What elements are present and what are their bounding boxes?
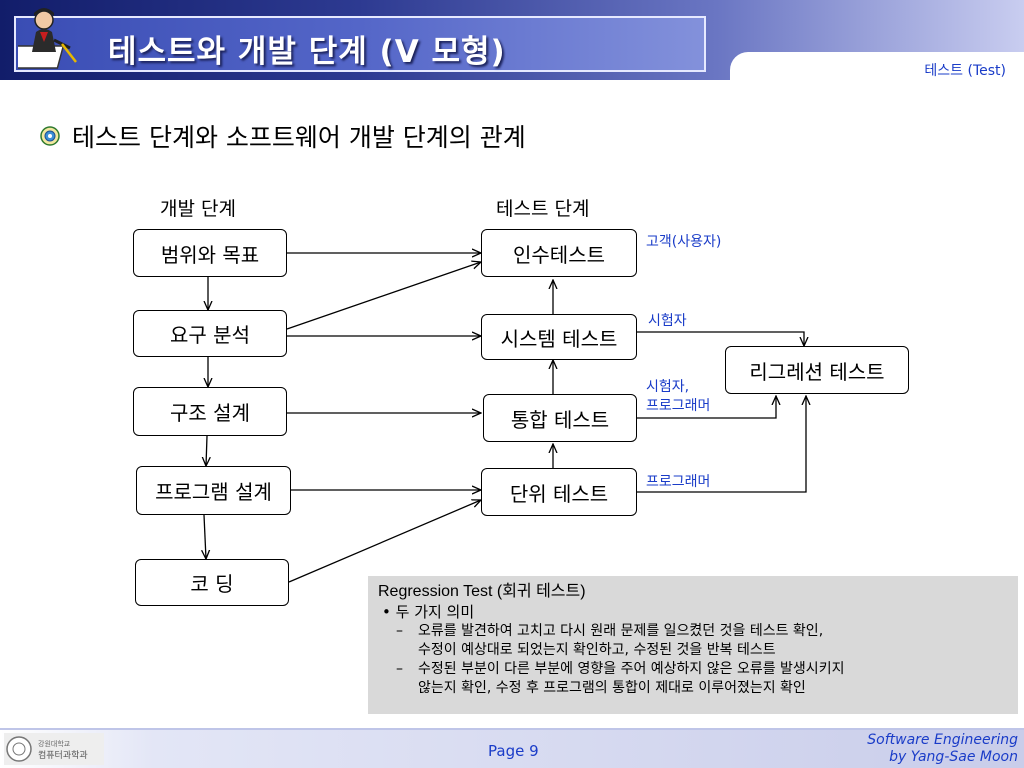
test-column-label: 테스트 단계 <box>496 198 590 220</box>
regression-item-2: – 수정된 부분이 다른 부분에 영향을 주어 예상하지 않은 오류를 발생시키… <box>396 660 1008 698</box>
slide-title: 테스트와 개발 단계 (V 모형) <box>108 34 506 70</box>
footer-divider <box>0 728 1024 730</box>
page-number: Page 9 <box>488 742 539 760</box>
test-stage-system: 시스템 테스트 <box>481 314 637 360</box>
breadcrumb: 테스트 (Test) <box>924 63 1006 79</box>
regression-test-box: 리그레션 테스트 <box>725 346 909 394</box>
regression-panel-bullet: • 두 가지 의미 <box>382 603 475 621</box>
note-acceptance-customer: 고객(사용자) <box>646 234 722 250</box>
regression-item-2-line2: 않는지 확인, 수정 후 프로그램의 통합이 제대로 이루어졌는지 확인 <box>418 680 806 696</box>
regression-panel: Regression Test (회귀 테스트) • 두 가지 의미 – 오류를… <box>368 576 1018 714</box>
dev-column-label: 개발 단계 <box>160 198 236 220</box>
title-box <box>14 16 706 72</box>
regression-item-1-line1: 오류를 발견하여 고치고 다시 원래 문제를 일으켰던 것을 테스트 확인, <box>418 623 824 639</box>
section-heading: 테스트 단계와 소프트웨어 개발 단계의 관계 <box>40 118 526 154</box>
arrow-system-to-regression <box>637 331 804 346</box>
regression-bullet-text: 두 가지 의미 <box>395 603 475 621</box>
breadcrumb-tab <box>730 52 1024 84</box>
footer-credit: Software Engineering by Yang-Sae Moon <box>867 732 1018 766</box>
note-integration-tester: 시험자, <box>646 379 690 395</box>
presenter-at-desk-icon <box>18 8 77 69</box>
section-heading-text: 테스트 단계와 소프트웨어 개발 단계의 관계 <box>72 123 526 152</box>
arrow-coding-to-unit <box>288 500 481 583</box>
regression-item-1-line2: 수정이 예상대로 되었는지 확인하고, 수정된 것을 반복 테스트 <box>418 642 776 658</box>
arrow-requirements-to-acceptance <box>286 262 481 330</box>
dev-stage-scope: 범위와 목표 <box>133 229 287 277</box>
test-stage-unit: 단위 테스트 <box>481 468 637 516</box>
note-unit-programmer: 프로그래머 <box>646 474 711 490</box>
dev-stage-requirements: 요구 분석 <box>133 310 287 357</box>
logo-text-line2: 컴퓨터과학과 <box>38 749 88 761</box>
course-name: Software Engineering <box>867 732 1018 748</box>
logo-text-line1: 강원대학교 <box>38 739 71 748</box>
test-stage-acceptance: 인수테스트 <box>481 229 637 277</box>
test-stage-integration: 통합 테스트 <box>483 394 637 442</box>
dev-stage-architecture: 구조 설계 <box>133 387 287 436</box>
dev-stage-program-design: 프로그램 설계 <box>136 466 291 515</box>
regression-item-2-line1: 수정된 부분이 다른 부분에 영향을 주어 예상하지 않은 오류를 발생시키지 <box>418 661 845 677</box>
university-logo: 강원대학교 컴퓨터과학과 <box>4 733 104 765</box>
dev-stage-coding: 코 딩 <box>135 559 289 606</box>
author-name: by Yang-Sae Moon <box>889 749 1018 765</box>
note-system-tester: 시험자 <box>648 313 687 329</box>
note-integration-programmer: 프로그래머 <box>646 398 711 414</box>
footer-band <box>0 730 1024 768</box>
regression-item-1: – 오류를 발견하여 고치고 다시 원래 문제를 일으켰던 것을 테스트 확인,… <box>396 622 1008 660</box>
arrow-program-design-to-coding <box>204 514 206 559</box>
arrow-architecture-to-program-design <box>206 435 207 466</box>
regression-panel-title: Regression Test (회귀 테스트) <box>378 583 586 600</box>
emblem-bullet-icon <box>40 126 60 146</box>
